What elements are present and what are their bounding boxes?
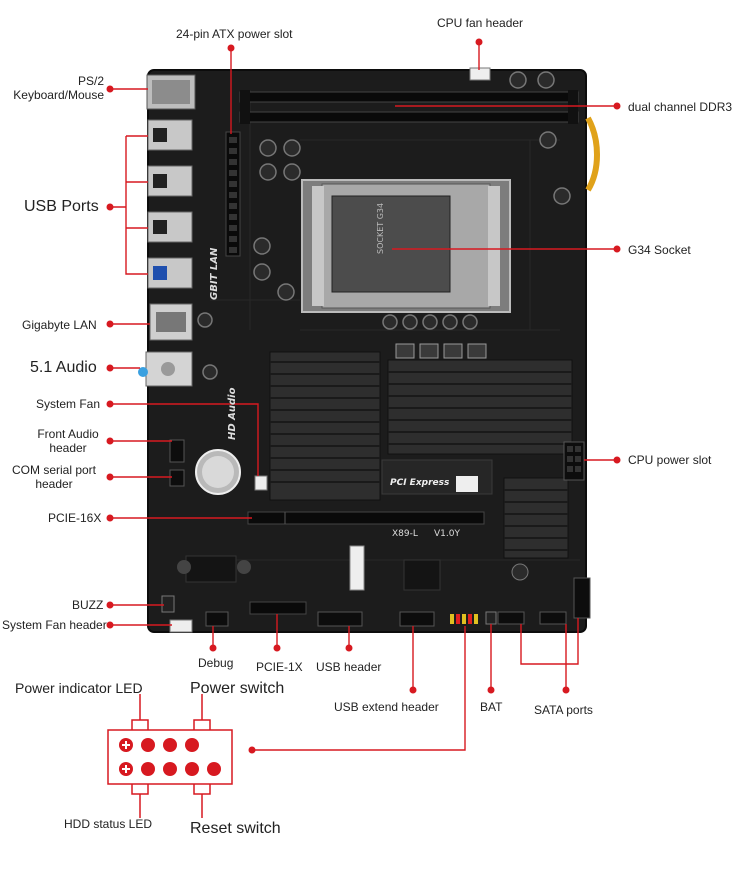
bat-jumper (485, 611, 497, 625)
pcie1-slot (249, 601, 307, 615)
ddr3-slots (239, 90, 579, 124)
label-debug: Debug (198, 656, 234, 670)
label-bat: BAT (480, 700, 503, 714)
vrm-heatsink (269, 351, 381, 501)
label-power-switch: Power switch (190, 680, 285, 697)
label-cpu-power: CPU power slot (628, 453, 712, 467)
label-atx-power: 24-pin ATX power slot (176, 27, 293, 41)
chipset-heatsink (387, 359, 573, 559)
audio-silkscreen: HD Audio (227, 387, 238, 440)
usb-ports-stack (147, 119, 193, 289)
label-buzz: BUZZ (72, 598, 104, 612)
label-sata: SATA ports (534, 703, 593, 717)
callout-dots (106, 38, 621, 754)
label-com: COM serial port header (11, 463, 97, 491)
label-ps2: PS/2 Keyboard/Mouse (13, 74, 104, 102)
front-audio-header-pins (169, 439, 185, 463)
label-g34: G34 Socket (628, 243, 691, 257)
cpu-fan-header (469, 67, 491, 81)
front-panel-pins (450, 614, 478, 624)
label-hdd-led: HDD status LED (64, 817, 153, 831)
debug-header (205, 611, 229, 627)
front-panel-pin-diagram (107, 694, 233, 818)
socket-silkscreen: SOCKET G34 (376, 203, 385, 254)
label-reset-switch: Reset switch (190, 820, 281, 837)
model-silkscreen: X89-L (392, 529, 418, 539)
callout-lines (110, 42, 617, 751)
usb-header-pins (317, 611, 363, 627)
label-pcie16: PCIE-16X (48, 511, 102, 525)
label-pcie1: PCIE-1X (256, 660, 303, 674)
pci-express-silkscreen: PCI Express (390, 478, 450, 488)
version-silkscreen: V1.0Y (434, 529, 460, 539)
g34-socket (301, 179, 511, 313)
pcie16-slot (247, 511, 485, 525)
system-fan-header-pins (254, 475, 268, 491)
sata-ports (497, 577, 591, 625)
label-sys-fan-header: System Fan header (2, 618, 107, 632)
label-ddr3: dual channel DDR3 (628, 100, 733, 114)
label-system-fan: System Fan (36, 397, 101, 411)
label-usb-header: USB header (316, 660, 382, 674)
label-front-audio: Front Audio header (37, 427, 99, 455)
label-usb-extend: USB extend header (334, 700, 439, 714)
system-fan-header-bottom (169, 619, 193, 633)
label-audio: 5.1 Audio (30, 359, 97, 376)
lan-silkscreen: GBIT LAN (209, 247, 220, 300)
com-header-pins (169, 469, 185, 487)
buzz-component (161, 595, 175, 613)
label-power-led: Power indicator LED (15, 680, 143, 696)
label-usb-ports: USB Ports (24, 198, 99, 215)
usb-extend-header-pins (399, 611, 435, 627)
label-lan: Gigabyte LAN (22, 318, 97, 332)
label-cpu-fan: CPU fan header (437, 16, 524, 30)
